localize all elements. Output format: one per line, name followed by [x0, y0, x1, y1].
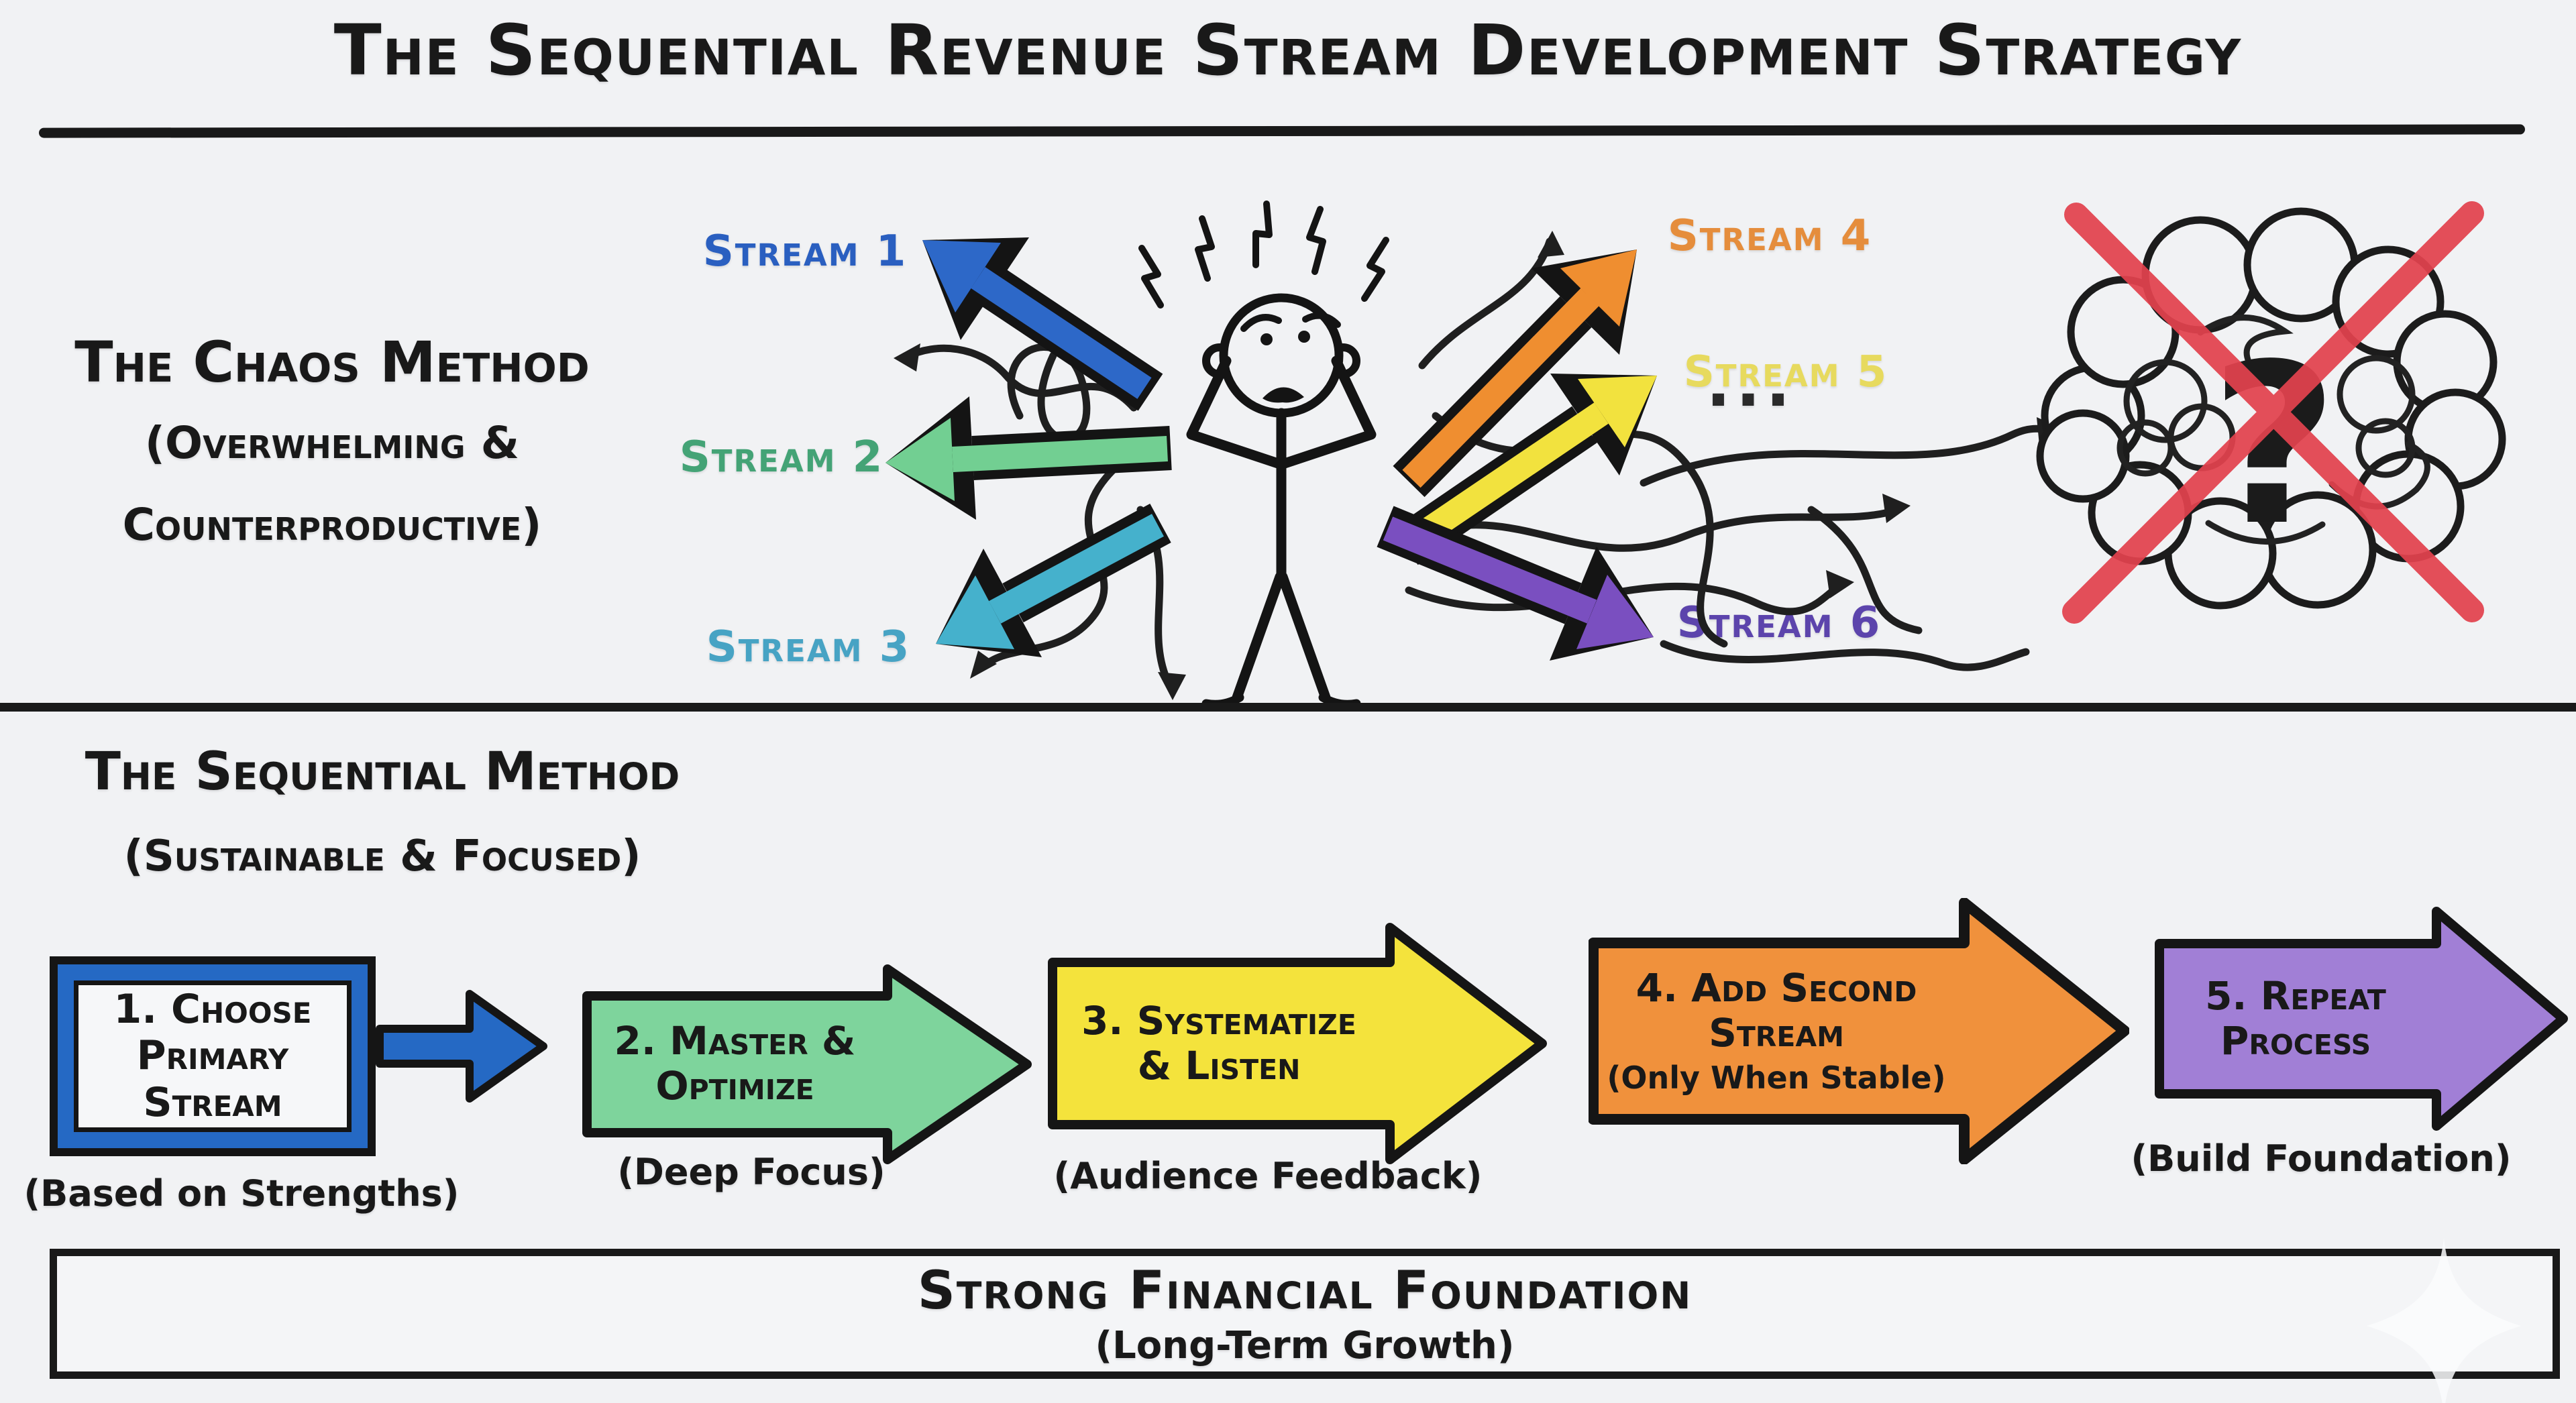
step-1-arrow-icon [376, 990, 547, 1103]
chaos-method-subheading-line2: Counterproductive) [122, 499, 542, 551]
step-3-label: 3. Systematize & Listen [1048, 958, 1390, 1129]
step-2-arrow-icon [582, 964, 1032, 1164]
stream-3-arrow [936, 503, 1171, 657]
foundation-bar: Strong Financial Foundation (Long-Term G… [50, 1249, 2560, 1379]
chaos-illustration: ? [885, 201, 2506, 709]
step-3-arrow-icon [1048, 923, 1547, 1164]
step-4-line1: 4. Add Second [1635, 965, 1917, 1011]
red-cross-icon [2062, 201, 2484, 624]
stream-1-arrow [922, 237, 1163, 411]
step-4-label: 4. Add Second Stream (Only When Stable) [1589, 938, 1964, 1123]
stream-4-label: Stream 4 [1667, 211, 1872, 261]
step-5-line1: 5. Repeat [2205, 972, 2386, 1019]
stream-2-label: Stream 2 [679, 433, 884, 482]
step-2-line1: 2. Master & [614, 1017, 856, 1064]
step-5-line2: Process [2220, 1018, 2371, 1064]
foundation-subtitle: (Long-Term Growth) [1095, 1323, 1515, 1367]
section-divider [0, 703, 2576, 712]
step-1-label: 1. Choose Primary Stream [50, 956, 376, 1156]
page-title: The Sequential Revenue Stream Developmen… [333, 9, 2243, 91]
step-3-line1: 3. Systematize [1081, 997, 1356, 1044]
stream-6-arrow [1377, 506, 1654, 661]
cloud-scribbles [2116, 315, 2430, 545]
chaos-method-subheading-line1: (Overwhelming & [144, 417, 520, 469]
more-streams-ellipsis: ... [1706, 346, 1796, 421]
step-1-line2: Primary [136, 1032, 289, 1080]
step-4-arrow-icon [1589, 898, 2129, 1164]
step-2-label: 2. Master & Optimize [582, 987, 888, 1140]
stream-3-label: Stream 3 [706, 622, 911, 672]
stressed-person-figure [1138, 201, 1389, 709]
sparkle-icon [2367, 1238, 2521, 1403]
sequential-method-heading: The Sequential Method [85, 742, 680, 802]
step-5-arrow-icon [2155, 907, 2568, 1131]
step-5-caption: (Build Foundation) [2131, 1137, 2512, 1180]
foundation-title: Strong Financial Foundation [917, 1260, 1693, 1321]
sequential-method-subheading: (Sustainable & Focused) [123, 832, 641, 881]
step-4-caption: (Only When Stable) [1607, 1059, 1946, 1096]
stream-1-label: Stream 1 [702, 227, 908, 276]
stream-5-label: Stream 5 [1683, 347, 1888, 397]
chaos-method-heading: The Chaos Method [74, 329, 590, 395]
step-2-caption: (Deep Focus) [617, 1151, 885, 1193]
step-1-line3: Stream [143, 1078, 282, 1126]
step-4-line2: Stream [1709, 1010, 1844, 1056]
step-2-line2: Optimize [655, 1063, 814, 1109]
step-3-caption: (Audience Feedback) [1053, 1155, 1483, 1197]
step-5-label: 5. Repeat Process [2155, 939, 2436, 1099]
step-1-caption: (Based on Strengths) [23, 1172, 460, 1215]
step-1-box-border [58, 964, 368, 1148]
stream-2-arrow [885, 396, 1172, 520]
step-3-line2: & Listen [1137, 1043, 1301, 1088]
stress-bolts-icon [1138, 201, 1389, 308]
tangled-lines [903, 237, 2055, 691]
step-1-line1: 1. Choose [113, 985, 312, 1033]
step-1-box [50, 956, 376, 1156]
stream-4-arrow [1393, 249, 1637, 498]
